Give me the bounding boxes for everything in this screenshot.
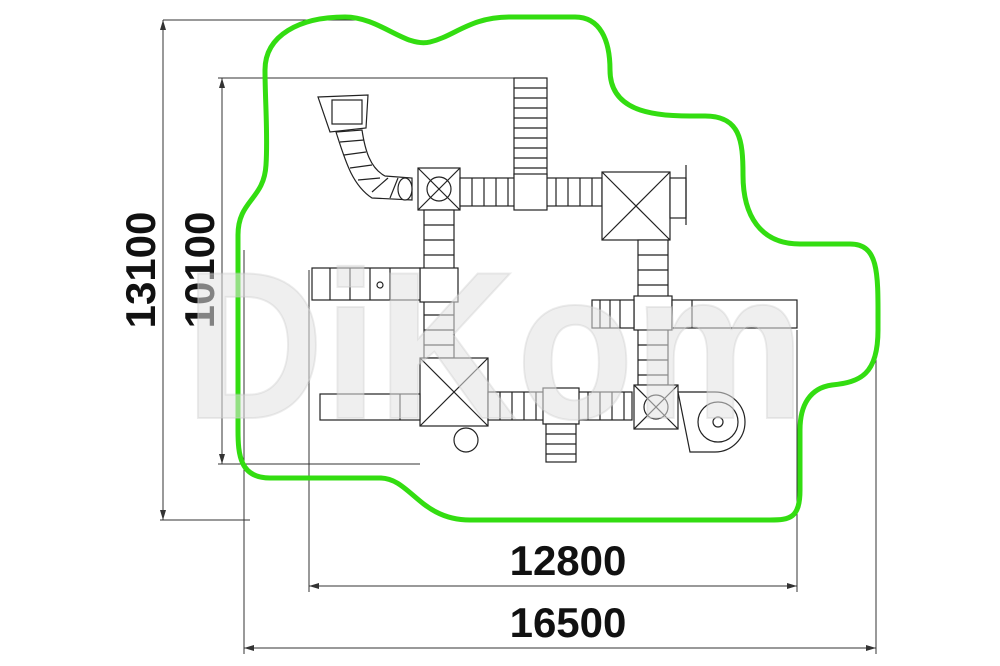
tower-bottom-left [419, 357, 489, 453]
equipment [311, 77, 798, 463]
bottom-ladder [545, 423, 577, 463]
top-bridge [459, 173, 603, 211]
round-slide [677, 391, 746, 453]
inner-width-label: 12800 [510, 537, 627, 584]
safety-zone-outline [235, 14, 881, 523]
tube-slide [317, 94, 413, 201]
top-climbing-ramp [513, 77, 548, 177]
right-slide [591, 299, 798, 329]
tower-bottom-right [633, 384, 679, 430]
dimension-arrows [160, 20, 876, 651]
left-slide [311, 267, 421, 301]
left-vertical-bridge [419, 209, 459, 359]
right-vertical-bridge [633, 239, 673, 386]
tower-top-left [417, 167, 461, 211]
inner-height-label: 10100 [176, 212, 223, 329]
tower-top-right [601, 165, 687, 241]
overall-width-label: 16500 [510, 599, 627, 646]
bottom-left-slide [319, 393, 421, 421]
overall-height-label: 13100 [117, 212, 164, 329]
bottom-bridge [487, 387, 633, 425]
